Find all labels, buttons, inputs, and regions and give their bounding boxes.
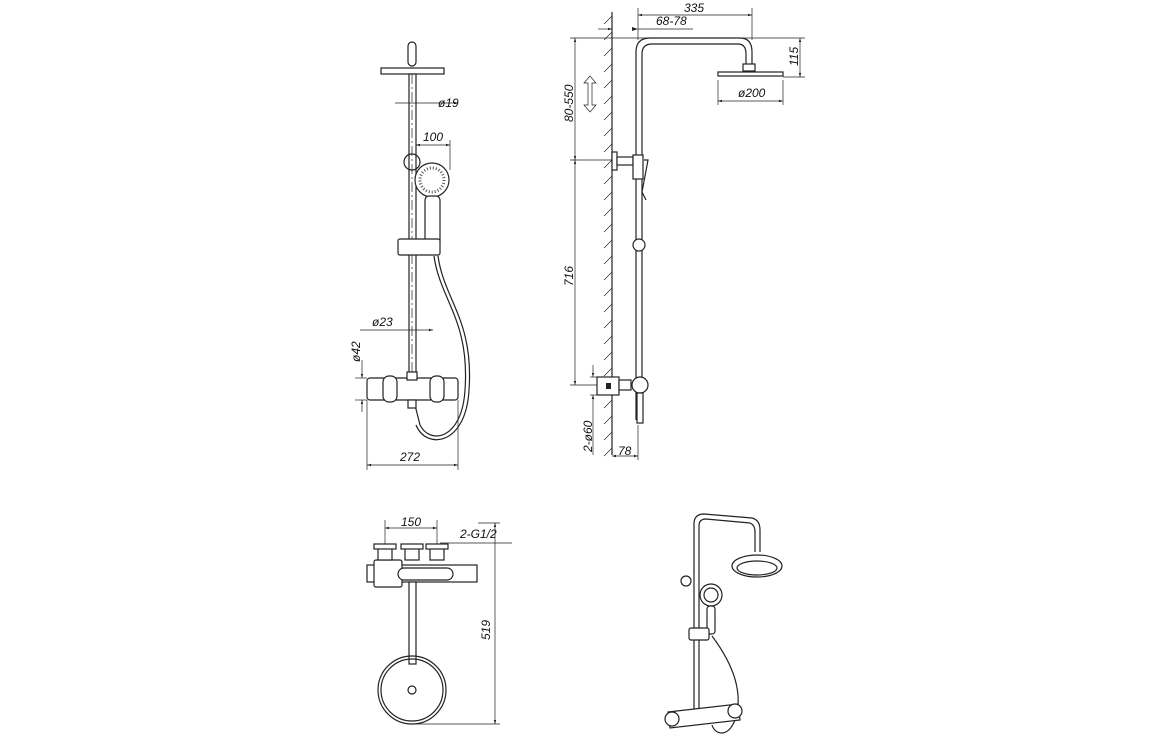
slider-side [632, 154, 644, 180]
handset-perspective [699, 583, 723, 607]
dim-wall-distance: 78 [618, 444, 632, 458]
rail-ball [632, 238, 646, 252]
dim-inlet-spacing: 150 [401, 515, 421, 529]
riser-rail [408, 73, 417, 379]
dim-arm-length: 335 [684, 1, 704, 15]
riser-top [408, 581, 417, 665]
top-view: 150 2-G1/2 519 [366, 515, 512, 725]
dim-pipe-diameter: ø23 [372, 315, 393, 329]
valve-side [631, 376, 649, 394]
dim-depth: 519 [479, 620, 493, 640]
handset-side [641, 159, 649, 201]
shower-head-side [717, 71, 784, 77]
adjust-arrow-icon [583, 75, 597, 113]
head-top-outer [377, 655, 447, 725]
dim-head-drop: 115 [787, 47, 801, 66]
shower-head-front [380, 67, 445, 75]
dim-rail-diameter: ø19 [438, 96, 459, 110]
hose [414, 255, 467, 437]
side-view: 335 68-78 115 ø200 80-550 716 2-ø60 [562, 1, 805, 460]
dim-head-diameter: ø200 [738, 86, 766, 100]
dim-escutcheon: 2-ø60 [581, 420, 595, 453]
dim-valve-width: 272 [399, 450, 420, 464]
dim-wall-offset-range: 68-78 [656, 14, 687, 28]
dim-valve-diameter: ø42 [349, 341, 363, 362]
head-perspective [731, 554, 783, 578]
shower-arm [635, 37, 753, 420]
dim-rail-height: 716 [562, 266, 576, 286]
dim-inlet-thread: 2-G1/2 [459, 527, 497, 541]
dim-height-adjust: 80-550 [562, 84, 576, 122]
head-connector [407, 41, 417, 67]
wall-bracket [403, 153, 421, 171]
dim-handset-width: 100 [423, 130, 443, 144]
front-view: ø19 100 ø23 ø42 272 [349, 41, 471, 470]
slider-bracket [397, 238, 441, 256]
perspective-view [664, 513, 783, 734]
